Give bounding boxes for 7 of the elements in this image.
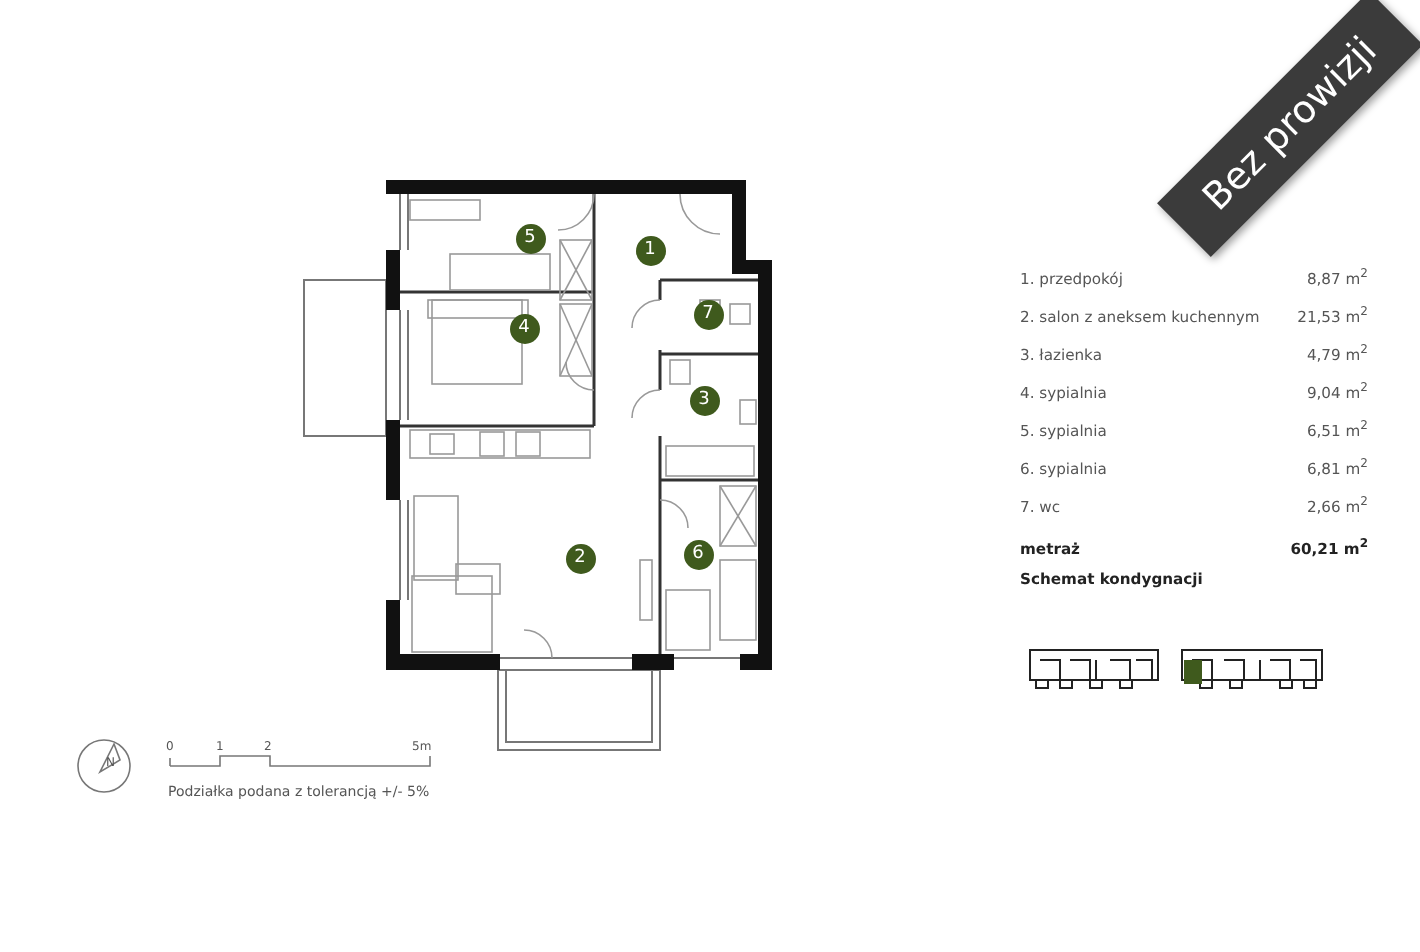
room-number-marker: 6 bbox=[683, 539, 713, 569]
room-number-marker: 5 bbox=[515, 223, 545, 253]
room-number-marker: 1 bbox=[635, 235, 665, 265]
room-number-marker: 7 bbox=[693, 299, 723, 329]
room-number-marker: 3 bbox=[689, 385, 719, 415]
room-number-marker: 2 bbox=[565, 543, 595, 573]
room-number-marker: 4 bbox=[509, 313, 539, 343]
